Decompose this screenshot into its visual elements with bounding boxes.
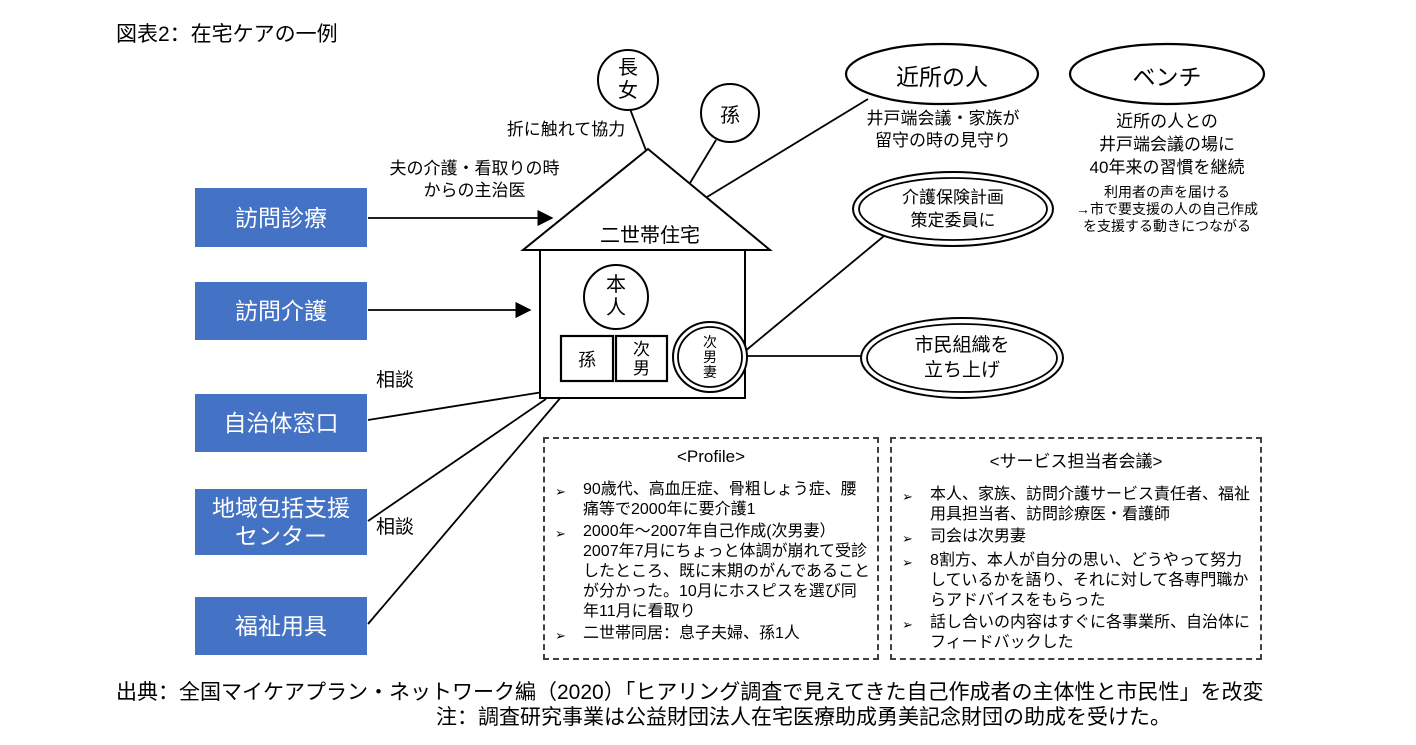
bench-label: ベンチ	[1132, 63, 1202, 90]
label-cooperation: 折に触れて協力	[506, 120, 626, 139]
footer-source: 出典：全国マイケアプラン・ネットワーク編（2020）「ヒアリング調査で見えてきた…	[116, 681, 1264, 704]
service-meeting-box: <サービス担当者会議> ➢ 本人、家族、訪問介護サービス責任者、福祉用具担当者、…	[890, 437, 1262, 660]
line-eldest-daughter-to-house	[629, 108, 648, 154]
second-son-square	[614, 334, 669, 383]
meeting-bullet-4: ➢ 話し合いの内容はすぐに各事業所、自治体にフィードバックした	[902, 614, 1251, 651]
grandchild-circle	[700, 83, 760, 143]
service-box-visiting-medical: 訪問診療	[195, 188, 367, 247]
grandchild-inside-square	[559, 334, 615, 383]
person-label: 本 人	[606, 274, 626, 319]
grandchild-label: 孫	[720, 104, 740, 127]
service-box-community-support-center: 地域包括支援 センター	[195, 489, 367, 555]
house-label: 二世帯住宅	[600, 225, 700, 247]
line-wife-to-care-plan-committee	[743, 235, 885, 353]
profile-bullet-1: ➢ 90歳代、高血圧症、骨粗しょう症、腰痛等で2000年に要介護1	[555, 481, 857, 518]
bullet-arrow-icon: ➢	[902, 531, 913, 546]
service-meeting-header: <サービス担当者会議>	[989, 452, 1163, 471]
label-doctor-note: 夫の介護・看取りの時 からの主治医	[389, 159, 560, 200]
bullet-arrow-icon: ➢	[555, 484, 566, 499]
line-grandchild-to-house	[689, 139, 717, 184]
second-son-wife-ellipse-outer	[672, 321, 748, 393]
eldest-daughter-label: 長 女	[618, 57, 638, 102]
bullet-arrow-icon: ➢	[555, 628, 566, 643]
bench-note-1: 近所の人との 井戸端会議の場に 40年来の習慣を継続	[1089, 112, 1245, 177]
profile-header: <Profile>	[676, 447, 746, 466]
second-son-wife-label: 次 男 妻	[703, 333, 717, 380]
line-community-center-to-house	[367, 398, 547, 522]
label-consult-2: 相談	[376, 517, 415, 538]
bullet-arrow-icon: ➢	[902, 489, 913, 504]
care-plan-committee-ellipse-outer	[852, 171, 1054, 247]
profile-box: <Profile> ➢ 90歳代、高血圧症、骨粗しょう症、腰痛等で2000年に要…	[543, 437, 879, 660]
service-meeting-bullet-list: ➢ 本人、家族、訪問介護サービス責任者、福祉用具担当者、訪問診療医・看護師 ➢ …	[902, 485, 1254, 653]
meeting-bullet-3: ➢ 8割方、本人が自分の思い、どうやって努力しているかを語り、それに対して各専門…	[902, 552, 1249, 609]
meeting-bullet-1: ➢ 本人、家族、訪問介護サービス責任者、福祉用具担当者、訪問診療医・看護師	[902, 486, 1251, 523]
civic-organization-ellipse-inner	[866, 323, 1058, 393]
service-box-visiting-nursing: 訪問介護	[195, 282, 367, 340]
bullet-arrow-icon: ➢	[902, 617, 913, 632]
label-consult-1: 相談	[376, 370, 415, 391]
neighbors-ellipse	[844, 42, 1040, 106]
eldest-daughter-circle	[597, 49, 659, 111]
meeting-bullet-2: ➢ 司会は次男妻	[902, 527, 1254, 549]
second-son-wife-ellipse-inner	[677, 326, 743, 388]
profile-bullet-list: ➢ 90歳代、高血圧症、骨粗しょう症、腰痛等で2000年に要介護1 ➢ 2000…	[555, 480, 871, 646]
line-welfare-equipment-to-house	[367, 395, 563, 625]
civic-organization-ellipse-outer	[860, 317, 1064, 399]
bullet-arrow-icon: ➢	[555, 526, 566, 541]
profile-bullet-2: ➢ 2000年～2007年自己作成(次男妻）2007年7月にちょっと体調が崩れて…	[555, 523, 871, 620]
line-municipal-desk-to-house	[367, 391, 544, 421]
second-son-label: 次 男	[633, 339, 650, 378]
service-box-municipal-desk: 自治体窓口	[195, 394, 367, 452]
figure-title: 図表2：在宅ケアの一例	[116, 23, 338, 46]
profile-bullet-3: ➢ 二世帯同居：息子夫婦、孫1人	[555, 624, 871, 646]
neighbors-label: 近所の人	[896, 63, 988, 90]
bullet-arrow-icon: ➢	[902, 555, 913, 570]
footer-note: 注：調査研究事業は公益財団法人在宅医療助成勇美記念財団の助成を受けた。	[436, 706, 1171, 729]
service-box-welfare-equipment: 福祉用具	[195, 597, 367, 655]
bench-ellipse	[1068, 42, 1266, 106]
care-plan-committee-ellipse-inner	[858, 177, 1048, 241]
grandchild-inside-label: 孫	[578, 349, 596, 370]
civic-organization-label: 市民組織を 立ち上げ	[914, 335, 1010, 381]
person-circle	[583, 264, 649, 330]
neighbors-note: 井戸端会議・家族が 留守の時の見守り	[866, 109, 1020, 150]
line-neighbors-to-house	[706, 98, 869, 198]
bench-note-2: 利用者の声を届ける →市で要支援の人の自己作成 を支援する動きにつながる	[1076, 184, 1258, 234]
care-plan-committee-label: 介護保険計画 策定委員に	[902, 188, 1004, 230]
